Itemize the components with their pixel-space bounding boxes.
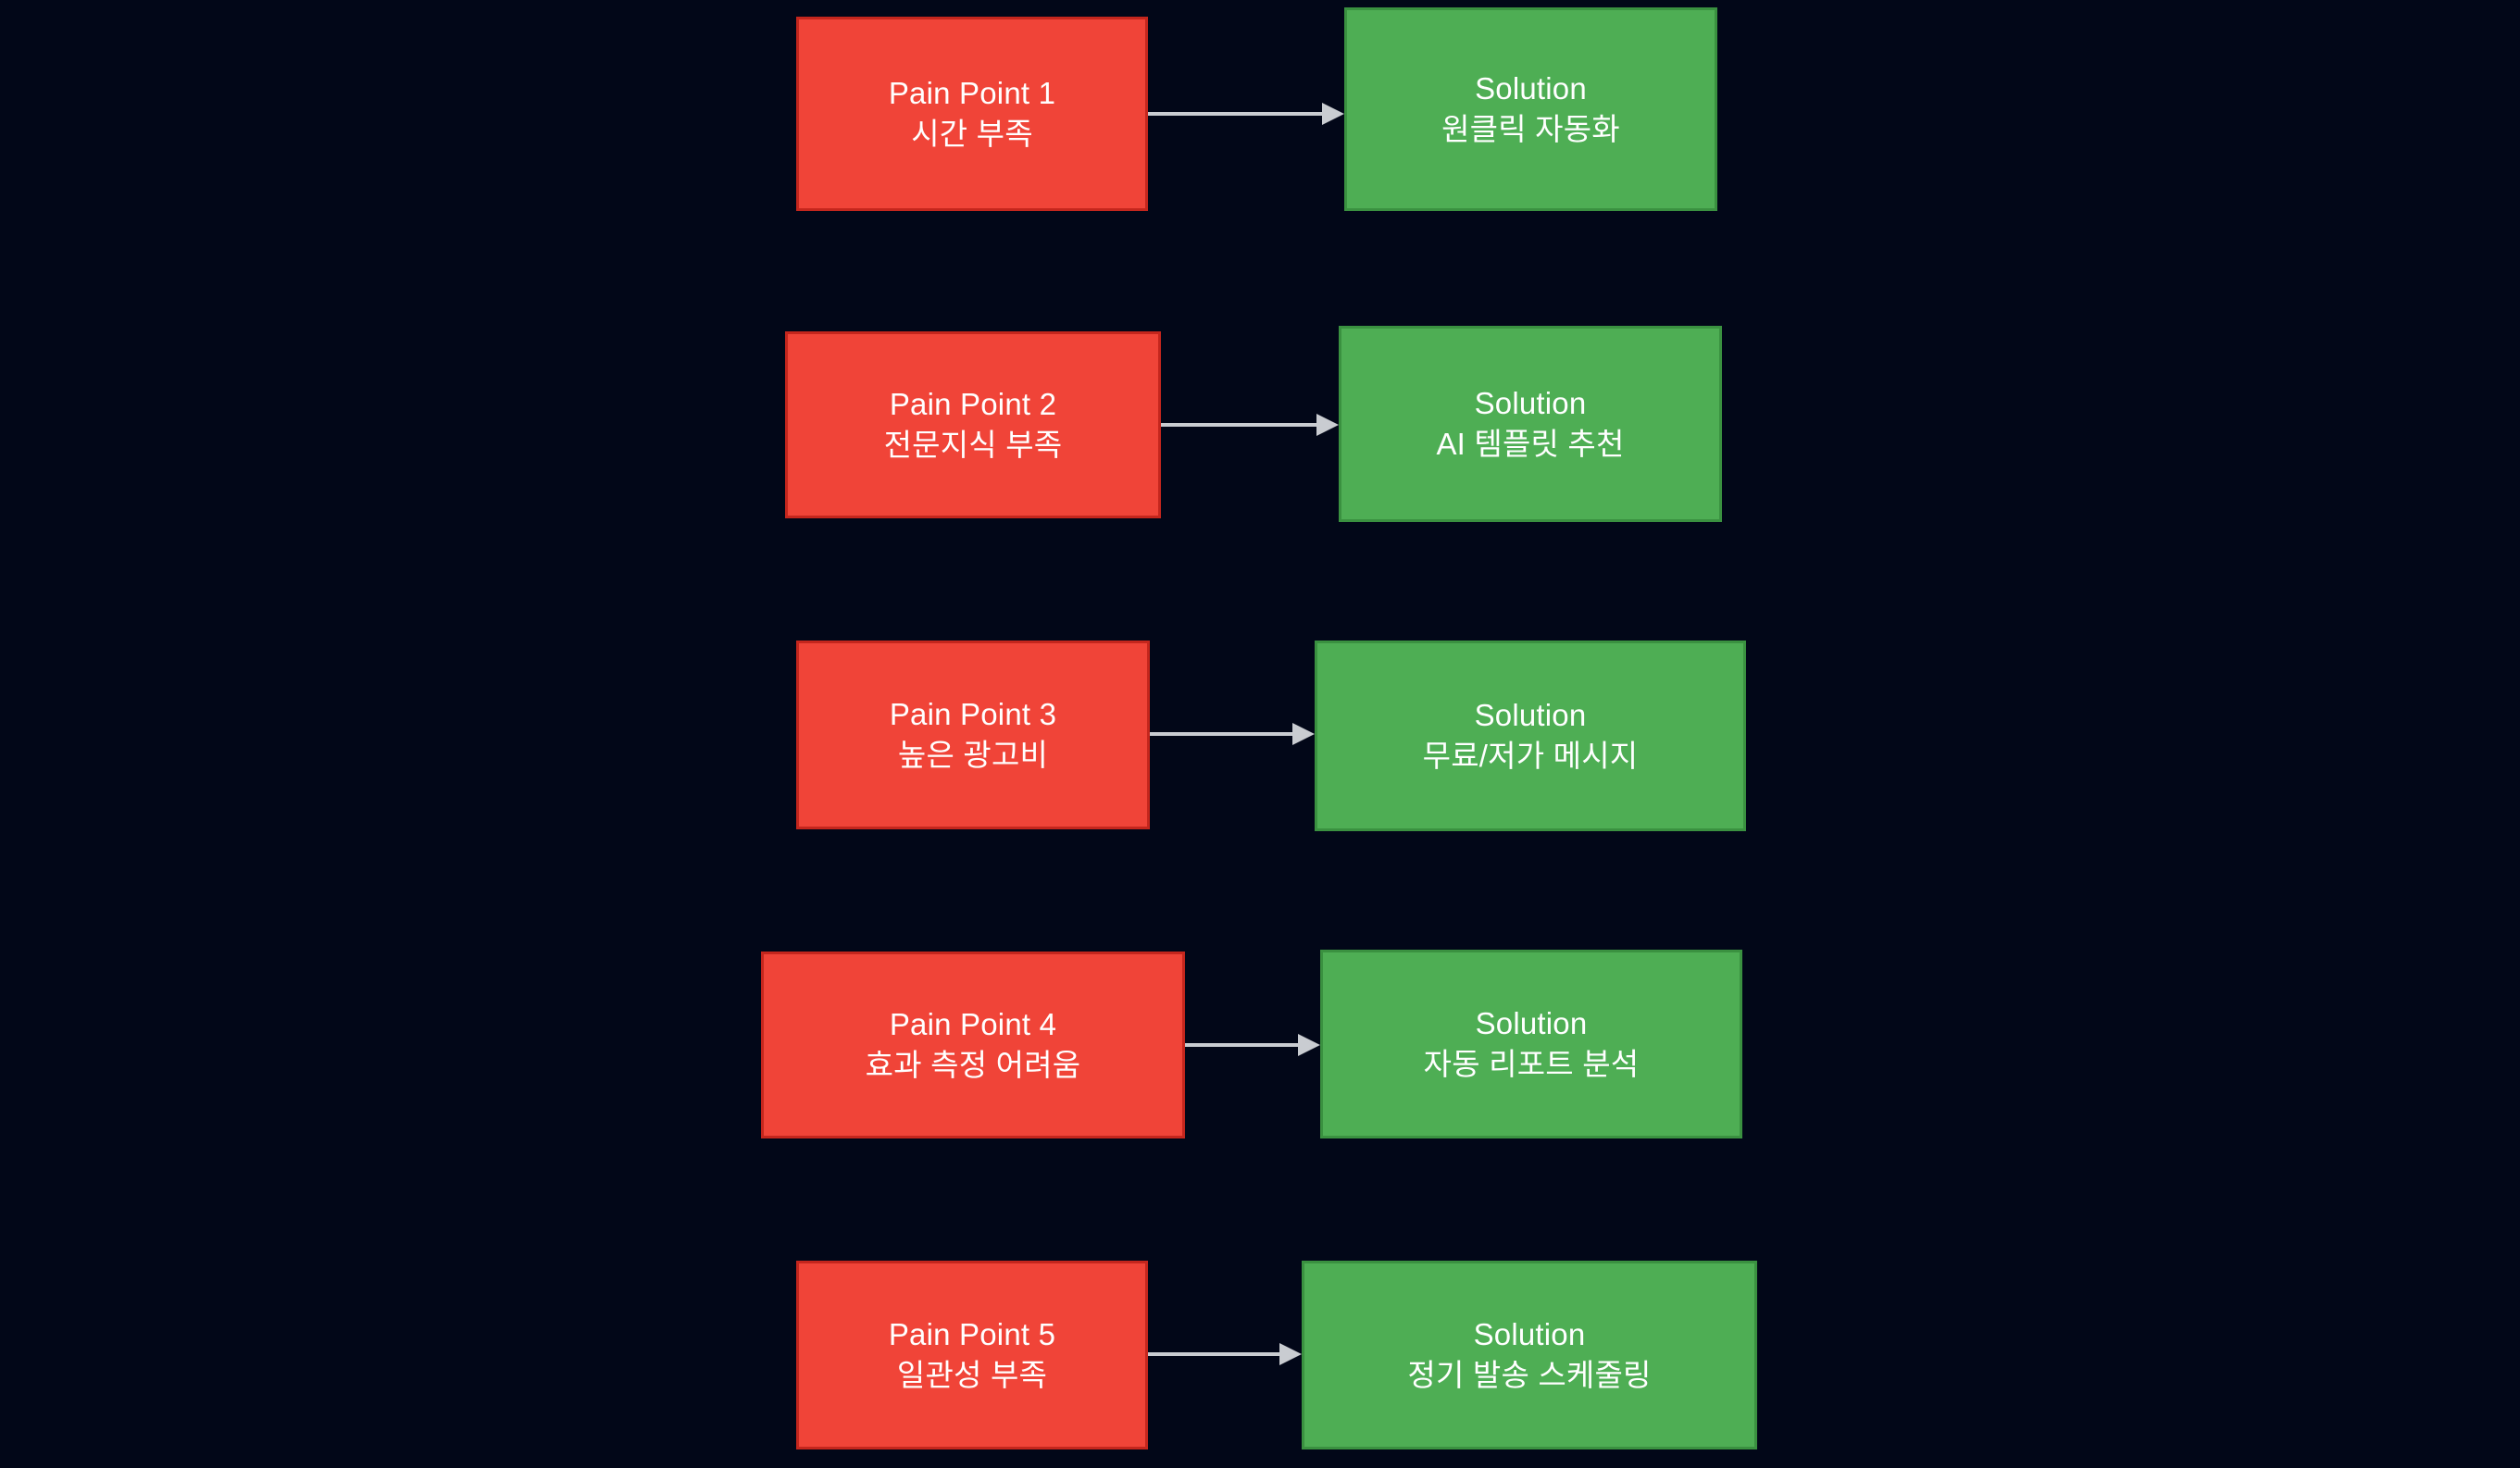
solution-node-2[interactable]: Solution AI 템플릿 추천 xyxy=(1339,326,1722,522)
solution-node-1[interactable]: Solution 원클릭 자동화 xyxy=(1344,7,1717,211)
pain-point-detail: 전문지식 부족 xyxy=(883,427,1063,462)
solution-detail: AI 템플릿 추천 xyxy=(1436,426,1625,461)
pain-point-detail: 시간 부족 xyxy=(911,116,1033,151)
pain-point-title: Pain Point 3 xyxy=(889,696,1057,731)
solution-title: Solution xyxy=(1474,385,1587,420)
solution-title: Solution xyxy=(1473,1316,1586,1351)
solution-node-3[interactable]: Solution 무료/저가 메시지 xyxy=(1315,641,1746,831)
connector-arrow-2 xyxy=(1161,411,1339,439)
pain-point-title: Pain Point 2 xyxy=(889,386,1057,421)
solution-title: Solution xyxy=(1474,697,1587,732)
pain-point-detail: 높은 광고비 xyxy=(897,737,1049,772)
pain-point-node-4[interactable]: Pain Point 4 효과 측정 어려움 xyxy=(761,952,1185,1138)
solution-title: Solution xyxy=(1475,1005,1588,1040)
solution-detail: 원클릭 자동화 xyxy=(1441,111,1620,146)
solution-node-4[interactable]: Solution 자동 리포트 분석 xyxy=(1320,950,1742,1138)
pain-point-title: Pain Point 4 xyxy=(889,1006,1057,1041)
connector-arrow-5 xyxy=(1148,1340,1302,1368)
pain-point-title: Pain Point 5 xyxy=(888,1316,1056,1351)
pain-point-title: Pain Point 1 xyxy=(888,75,1056,110)
connector-arrow-3 xyxy=(1150,720,1315,748)
pain-point-detail: 효과 측정 어려움 xyxy=(865,1047,1081,1082)
pain-point-detail: 일관성 부족 xyxy=(896,1357,1048,1392)
pain-point-node-5[interactable]: Pain Point 5 일관성 부족 xyxy=(796,1261,1148,1449)
solution-detail: 정기 발송 스케줄링 xyxy=(1407,1357,1652,1392)
pain-point-node-3[interactable]: Pain Point 3 높은 광고비 xyxy=(796,641,1150,829)
solution-title: Solution xyxy=(1475,70,1587,106)
pain-point-node-2[interactable]: Pain Point 2 전문지식 부족 xyxy=(785,331,1161,518)
solution-detail: 무료/저가 메시지 xyxy=(1422,738,1639,773)
connector-arrow-1 xyxy=(1148,100,1344,128)
connector-arrow-4 xyxy=(1185,1031,1320,1059)
pain-point-node-1[interactable]: Pain Point 1 시간 부족 xyxy=(796,17,1148,211)
solution-detail: 자동 리포트 분석 xyxy=(1423,1046,1640,1081)
solution-node-5[interactable]: Solution 정기 발송 스케줄링 xyxy=(1302,1261,1757,1449)
